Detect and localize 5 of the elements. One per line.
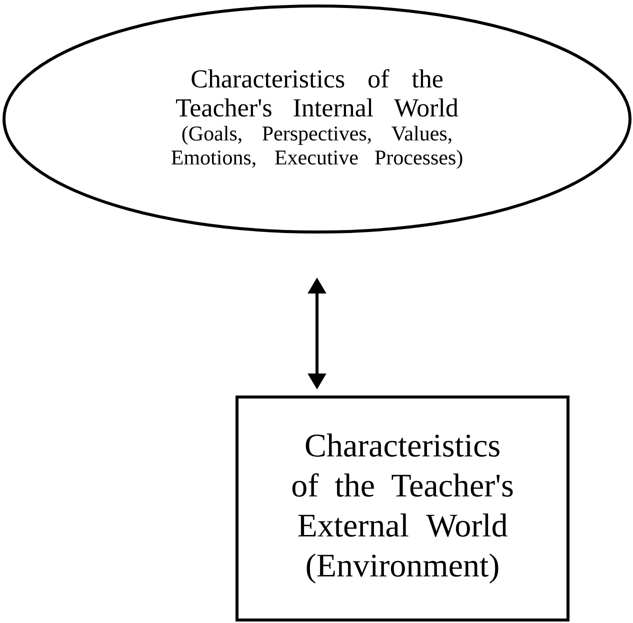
node-label: (Goals, Perspectives, Values, Emotions, Executive Processes) xyxy=(171,126,462,169)
node-label: Characteristics of the Teacher's External World (Environment) xyxy=(292,434,513,584)
ellipse-node xyxy=(2,4,632,234)
process-box xyxy=(236,396,570,622)
node-label: Characteristics of the Teacher's Internal World xyxy=(176,69,458,117)
